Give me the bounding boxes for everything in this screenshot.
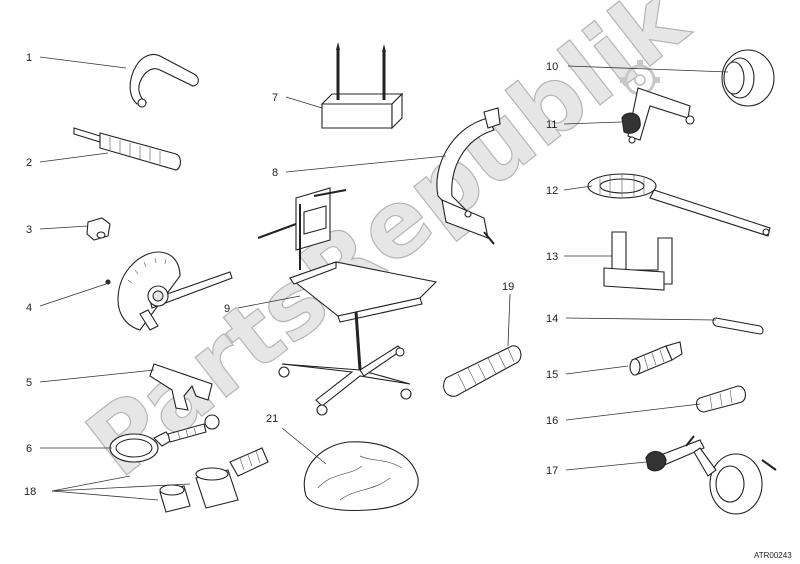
leader-12 (563, 185, 593, 191)
callout-8: 8 (272, 167, 278, 179)
leader-10 (567, 65, 729, 73)
leader-8 (285, 155, 447, 173)
leader-17 (565, 461, 647, 471)
callout-17: 17 (546, 465, 558, 477)
callout-19: 19 (502, 281, 514, 293)
callout-3: 3 (26, 224, 32, 236)
callout-18: 18 (24, 486, 36, 498)
callout-5: 5 (26, 377, 32, 389)
leader-5 (39, 369, 155, 383)
leader-2 (39, 152, 109, 163)
part-2-knurled-handle (73, 127, 182, 171)
leader-16 (565, 403, 701, 421)
part-18-sleeves (159, 447, 269, 513)
callout-1: 1 (26, 52, 32, 64)
leader-7 (285, 96, 323, 109)
leader-4 (39, 283, 107, 307)
part-10-ring (721, 49, 775, 107)
callout-11: 11 (546, 119, 557, 131)
callout-13: 13 (546, 251, 558, 263)
part-3-nut (86, 217, 111, 241)
callout-15: 15 (546, 369, 558, 381)
callout-7: 7 (272, 92, 278, 104)
leader-14 (565, 317, 717, 321)
watermark: PartsRepublik (67, 0, 707, 498)
callout-12: 12 (546, 185, 558, 197)
part-9-stand-tray (257, 187, 438, 416)
part-5-fork-plate (149, 363, 213, 411)
leader-1 (39, 56, 127, 69)
part-4-degree-wheel (105, 251, 233, 331)
part-11-bracket-knob (621, 87, 695, 144)
part-14-pin (712, 317, 764, 335)
callout-16: 16 (546, 415, 558, 427)
callout-10: 10 (546, 61, 558, 73)
watermark-text: PartsRepublik (68, 0, 707, 497)
callout-2: 2 (26, 157, 32, 169)
part-8-curved-bracket (436, 107, 501, 245)
part-1-hook-tool (129, 53, 199, 108)
callout-9: 9 (224, 303, 230, 315)
part-12-pin-spanner (587, 173, 771, 237)
reference-code: ATR00243 (754, 551, 792, 560)
callout-21: 21 (266, 413, 278, 425)
part-16-knurled-grip (695, 385, 747, 413)
part-6-strap-wrench (109, 414, 220, 463)
part-21-cover (303, 441, 419, 511)
part-19-knurled-bar (443, 345, 522, 397)
leader-3 (39, 225, 89, 230)
leader-21 (281, 427, 327, 465)
leader-19 (507, 293, 511, 347)
leader-18b (51, 475, 131, 492)
leader-18a (51, 490, 159, 501)
leader-11 (563, 121, 623, 125)
callout-4: 4 (26, 302, 32, 314)
part-13-u-bracket (603, 231, 673, 291)
part-17-holding-tool (645, 435, 777, 515)
leader-9 (237, 295, 301, 309)
callout-14: 14 (546, 313, 558, 325)
part-7-pin-plate (320, 42, 404, 130)
leader-15 (565, 365, 629, 375)
callout-6: 6 (26, 443, 32, 455)
part-15-threaded-sleeve (629, 341, 683, 376)
callout-labels: 1 2 3 4 5 6 18 7 8 9 21 19 10 11 12 13 1… (24, 52, 558, 498)
leader-18c (51, 483, 191, 492)
